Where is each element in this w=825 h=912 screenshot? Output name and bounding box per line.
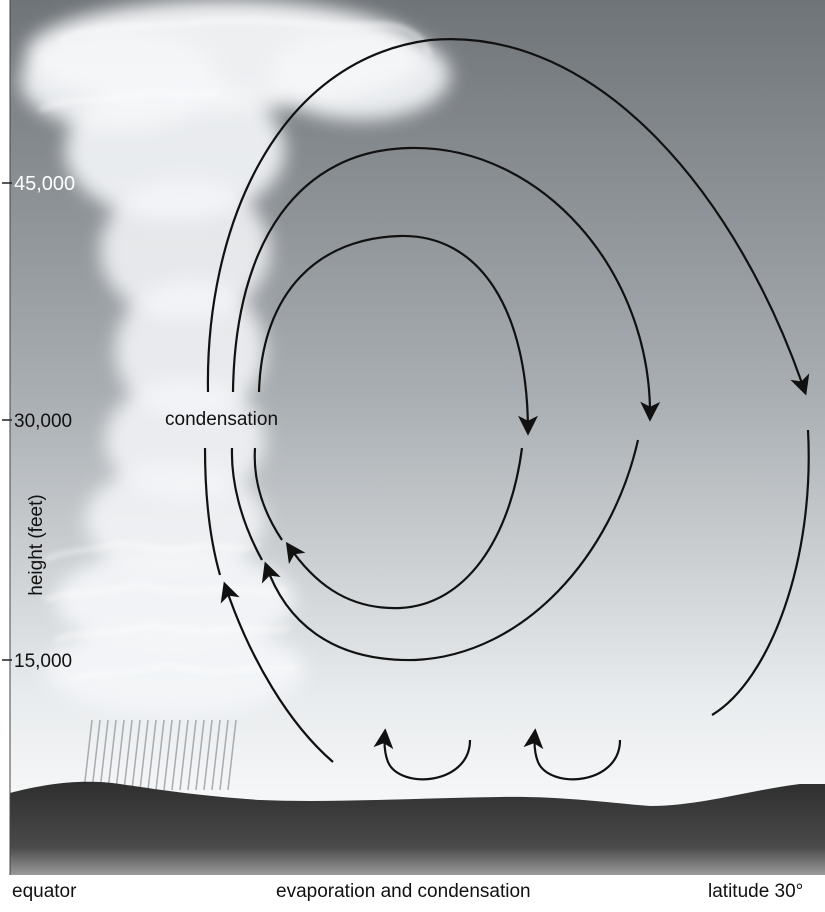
latitude-label: latitude 30° <box>708 881 803 902</box>
inner-flow-lower <box>285 447 524 610</box>
tick-label-30000: 30,000 <box>14 411 72 432</box>
cloud-highlights <box>39 18 432 682</box>
inner-flow-upper <box>257 234 538 436</box>
inner-left-segment <box>253 447 283 541</box>
outer-flow-upper <box>206 38 810 396</box>
ground-rising-flow <box>220 581 334 763</box>
outer-flow-lower <box>711 429 810 716</box>
cumulonimbus-cloud <box>20 0 450 715</box>
axis-title: height (feet) <box>26 494 47 595</box>
evaporation-label: evaporation and condensation <box>276 881 531 902</box>
small-loop-2 <box>523 728 622 781</box>
circulation-flows <box>203 38 810 781</box>
tick-label-45000: 45,000 <box>14 173 75 195</box>
middle-flow-lower <box>261 439 640 662</box>
ground <box>10 781 825 875</box>
middle-flow-upper <box>231 146 661 422</box>
small-loop-1 <box>373 728 472 781</box>
rain-streaks <box>83 719 237 791</box>
outer-left-segment <box>203 447 222 576</box>
equator-label: equator <box>12 881 77 902</box>
middle-left-segment <box>230 447 263 561</box>
tick-label-15000: 15,000 <box>14 651 72 672</box>
condensation-label: condensation <box>165 409 278 430</box>
